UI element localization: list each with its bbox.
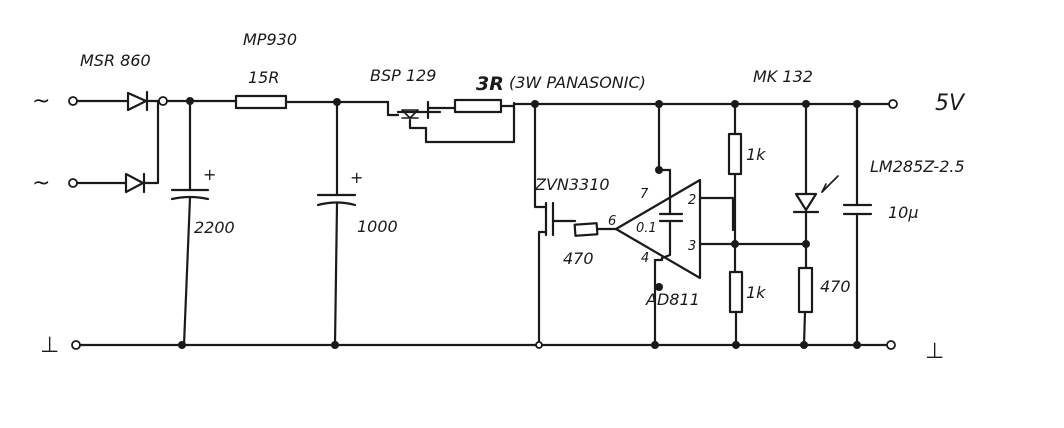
res-bottom-label: 1k bbox=[746, 283, 766, 302]
cap-out-label: 10µ bbox=[888, 203, 919, 222]
junction-dot bbox=[535, 341, 543, 349]
opamp-part-label: AD811 bbox=[645, 290, 700, 309]
capacitor-0.1 bbox=[658, 198, 684, 260]
res-ref-label: 470 bbox=[820, 277, 851, 296]
ac-symbol-1: ~ bbox=[32, 89, 50, 114]
regulator-part-label: MK 132 bbox=[753, 67, 813, 86]
decoupling-cap-label: 0.1 bbox=[636, 221, 657, 236]
bsp129-switch bbox=[386, 100, 516, 144]
bridge-part-label: MSR 860 bbox=[80, 51, 151, 70]
output-voltage-label: 5V bbox=[935, 91, 966, 116]
ground-terminal-left bbox=[71, 340, 81, 350]
resistor-gate-470 bbox=[573, 222, 618, 237]
resistor-3r bbox=[453, 98, 516, 114]
capacitor-2200 bbox=[170, 99, 210, 347]
bridge-diode-bottom bbox=[124, 99, 160, 194]
ac-symbol-2: ~ bbox=[32, 171, 50, 196]
gate-resistor-label: 470 bbox=[563, 249, 594, 268]
pin3-label: 3 bbox=[688, 239, 696, 254]
junction-dot bbox=[655, 283, 663, 291]
mosfet-part-label: ZVN3310 bbox=[534, 175, 610, 194]
bridge-node bbox=[158, 96, 168, 106]
resistor1-part-label: MP930 bbox=[243, 30, 297, 49]
junction-dot bbox=[802, 240, 810, 248]
cap2-value-label: 1000 bbox=[357, 217, 398, 236]
pin6-label: 6 bbox=[608, 214, 616, 229]
ac-input-2: ~ bbox=[32, 171, 128, 196]
pin4-label: 4 bbox=[641, 251, 649, 266]
ref-part-label: LM285Z-2.5 bbox=[870, 157, 965, 176]
resistor2-note-label: (3W PANASONIC) bbox=[509, 73, 646, 92]
resistor-15r bbox=[234, 94, 288, 110]
pin7-label: 7 bbox=[640, 187, 649, 202]
pin2-label: 2 bbox=[688, 193, 696, 208]
resistor1-value-label: 15R bbox=[248, 68, 279, 87]
cap1-plus: + bbox=[203, 165, 216, 184]
res-top-label: 1k bbox=[746, 145, 766, 164]
resistor-1k-bottom bbox=[728, 270, 744, 347]
resistor-1k-top bbox=[727, 102, 743, 274]
resistor2-value-label: 3R bbox=[476, 73, 504, 95]
switch-part-label: BSP 129 bbox=[370, 66, 436, 85]
resistor-470-ref bbox=[797, 266, 814, 347]
ground-symbol-right: ⊥ bbox=[925, 339, 944, 364]
ground-terminal-right bbox=[886, 340, 896, 350]
ground-symbol-left: ⊥ bbox=[40, 333, 59, 358]
cap2-plus: + bbox=[350, 168, 363, 187]
ac-input-1: ~ bbox=[32, 89, 130, 114]
junction-dot bbox=[655, 166, 663, 174]
bridge-diode-top bbox=[126, 90, 162, 112]
capacitor-1000 bbox=[316, 100, 357, 347]
capacitor-10u bbox=[842, 102, 873, 347]
output-terminal bbox=[888, 99, 898, 109]
junction-dot bbox=[731, 240, 739, 248]
mosfet-zvn3310 bbox=[533, 102, 577, 343]
cap1-value-label: 2200 bbox=[194, 218, 235, 237]
